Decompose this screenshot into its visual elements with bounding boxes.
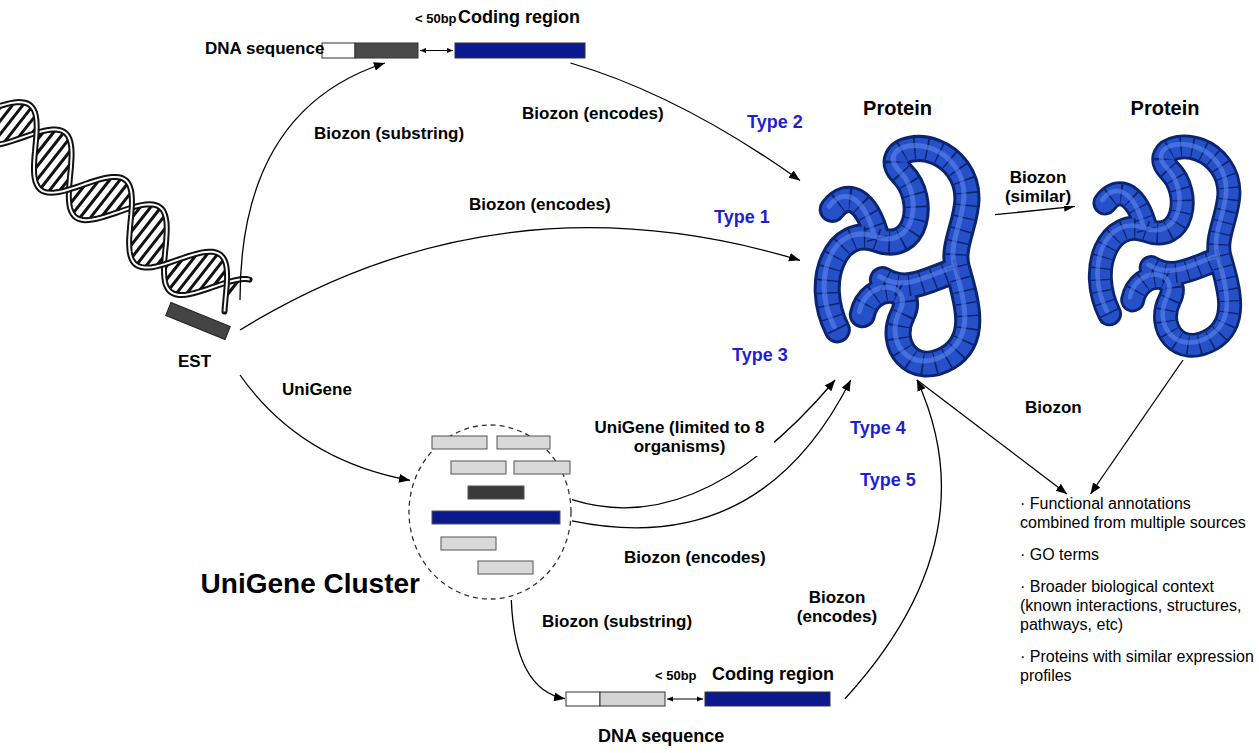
edge-label: Biozon (encodes)	[467, 195, 613, 214]
sequence-bar	[451, 461, 506, 474]
sequence-bar	[514, 461, 570, 474]
est-segment	[355, 43, 418, 58]
node-label: DNA sequence	[205, 39, 324, 59]
type-label: Type 4	[848, 418, 908, 438]
dna-sequence: < 50bpCoding regionDNA sequence	[200, 5, 590, 63]
type-label: Type 3	[730, 345, 790, 365]
unigene-cluster: UniGene Cluster	[408, 424, 572, 600]
est: EST	[160, 300, 240, 375]
cluster-ellipse	[409, 425, 571, 599]
edge-label: Biozon	[1023, 398, 1084, 417]
edge-label: Biozon (substring)	[540, 612, 694, 631]
protein: Protein	[1075, 95, 1255, 360]
sequence-bar	[478, 561, 533, 574]
edge-label: Biozon (encodes)	[790, 588, 884, 626]
node-label: < 50bp	[655, 668, 697, 683]
connector-arrow	[995, 206, 1075, 214]
edge-label: Biozon (similar)	[997, 168, 1079, 206]
node-label: Protein	[800, 97, 995, 120]
connector-arrow	[572, 380, 835, 508]
protein-highlight	[824, 145, 965, 361]
node-label: Coding region	[712, 664, 834, 685]
annotation-item: · Proteins with similar expression profi…	[1020, 647, 1255, 685]
est-segment	[600, 692, 665, 706]
edge-label: Biozon (substring)	[312, 124, 466, 143]
type-label: Type 2	[745, 112, 805, 132]
protein-illustration	[1075, 129, 1255, 360]
annotation-item: · Functional annotations combined from m…	[1020, 494, 1255, 532]
gap-arrow	[667, 698, 703, 699]
edge-label: UniGene (limited to 8 organisms)	[585, 418, 774, 456]
flank-segment	[566, 692, 600, 706]
node-label: Protein	[1075, 97, 1255, 120]
est-bar	[166, 303, 231, 340]
edge-label: UniGene	[280, 380, 354, 399]
node-label: Coding region	[458, 7, 580, 28]
helix-strand	[0, 102, 227, 311]
cluster-outline	[408, 424, 572, 600]
protein-highlight	[1098, 144, 1227, 342]
node-label: EST	[178, 352, 211, 372]
gap-arrow	[420, 50, 453, 51]
sequence-bar	[468, 486, 524, 499]
annotation-item: · Broader biological context (known inte…	[1020, 577, 1255, 634]
connector-arrow	[845, 380, 941, 699]
connector-arrow	[1091, 360, 1184, 494]
protein-illustration	[800, 129, 995, 380]
helix-strand	[0, 102, 227, 311]
annotation-list: · Functional annotations combined from m…	[1020, 494, 1255, 698]
sequence-bar	[441, 537, 496, 550]
connector-arrow	[572, 380, 851, 528]
type-label: Type 5	[858, 470, 918, 490]
flank-segment	[322, 43, 355, 58]
node-label: DNA sequence	[598, 726, 724, 747]
annotation-item: · GO terms	[1020, 545, 1255, 564]
connector-arrow	[240, 228, 800, 330]
node-label: UniGene Cluster	[201, 568, 420, 600]
coding-segment	[455, 43, 585, 58]
type-label: Type 1	[712, 207, 772, 227]
edge-label: Biozon (encodes)	[520, 104, 666, 123]
sequence-bar	[497, 436, 550, 449]
sequence-bar	[432, 511, 560, 524]
dna-sequence: < 50bp Coding regionDNA sequence	[565, 660, 845, 750]
coding-segment	[705, 692, 830, 706]
connector-arrow	[240, 63, 385, 300]
sequence-bar	[432, 436, 487, 449]
node-label: < 50bp	[415, 11, 457, 26]
dna-helix	[0, 100, 250, 312]
edge-label: Biozon (encodes)	[622, 548, 768, 567]
protein: Protein	[800, 95, 995, 380]
connector-arrow	[240, 375, 410, 480]
